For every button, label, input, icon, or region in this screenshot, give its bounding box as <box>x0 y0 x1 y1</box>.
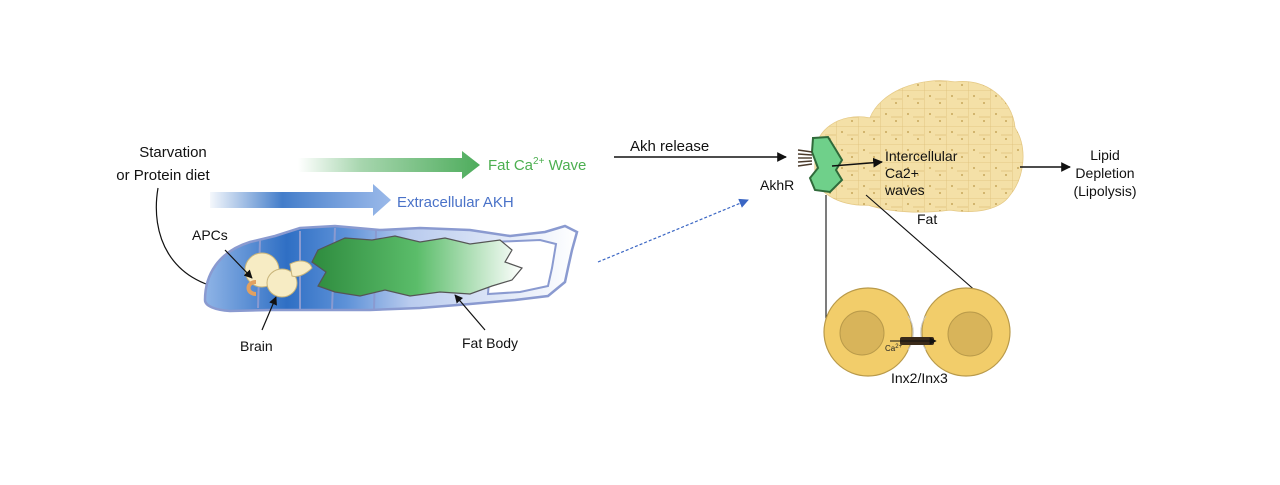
lipid-label-2: Depletion <box>1075 165 1134 181</box>
dashed-signal-arrow <box>597 198 749 263</box>
apcs-label: APCs <box>192 227 228 243</box>
extracellular-akh-arrow <box>210 184 391 216</box>
inx-label: Inx2/Inx3 <box>891 370 948 386</box>
intercellular-label-3: waves <box>884 182 925 198</box>
cell-left-nucleus <box>839 310 885 356</box>
starvation-label: Starvation <box>139 144 207 161</box>
larva <box>203 224 579 313</box>
cell-right-nucleus <box>947 311 993 357</box>
fat-ca-wave-label: Fat Ca2+ Wave <box>488 156 586 174</box>
gap-junction-cells: Ca2+ <box>823 287 1011 377</box>
akh-responsive-cell <box>808 135 844 194</box>
brain-arrow <box>261 296 277 331</box>
brain-label: Brain <box>240 338 273 354</box>
fat-body <box>311 235 524 297</box>
fat-ca-wave-arrow <box>298 151 480 179</box>
akhr-label: AkhR <box>760 177 794 193</box>
fat-tissue <box>797 80 1024 213</box>
fat-body-arrow <box>454 294 486 331</box>
intercellular-label-2: Ca2+ <box>885 165 919 181</box>
brain <box>244 252 313 298</box>
protein-diet-label: or Protein diet <box>116 167 210 184</box>
akh-release-label: Akh release <box>630 138 709 155</box>
ca-small-label: Ca2+ <box>885 344 903 353</box>
apcs-arrow <box>224 249 253 279</box>
extracellular-akh-label: Extracellular AKH <box>397 194 514 211</box>
apcs <box>246 280 257 296</box>
zoom-line-right <box>865 194 987 301</box>
fat-body-label: Fat Body <box>462 335 518 351</box>
fat-label: Fat <box>917 211 937 227</box>
lipid-label-1: Lipid <box>1090 147 1120 163</box>
lipid-label-3: (Lipolysis) <box>1073 183 1136 199</box>
intercellular-label-1: Intercellular <box>885 148 958 164</box>
akhr-receptor-icon <box>797 149 813 167</box>
intercellular-arrow <box>831 157 883 168</box>
